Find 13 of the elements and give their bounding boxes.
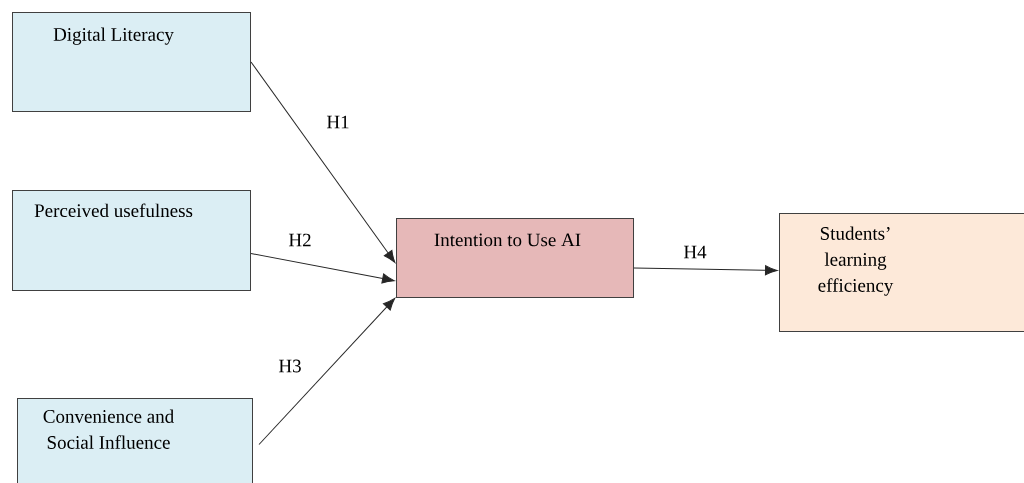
arrow: [633, 265, 778, 276]
arrow: [250, 61, 396, 263]
edge-label: H2: [287, 232, 313, 248]
arrow: [250, 253, 395, 284]
concept-box: Intention to Use AI: [396, 218, 634, 298]
arrow: [258, 297, 396, 445]
edge-label: H4: [682, 244, 708, 260]
concept-box: Digital Literacy: [12, 12, 251, 112]
concept-box: Students’ learning efficiency: [779, 213, 1024, 332]
edge-label: H3: [277, 358, 303, 374]
edge-label: H1: [325, 114, 351, 130]
concept-box: Convenience and Social Influence: [17, 398, 253, 483]
concept-box: Perceived usefulness: [12, 190, 251, 291]
